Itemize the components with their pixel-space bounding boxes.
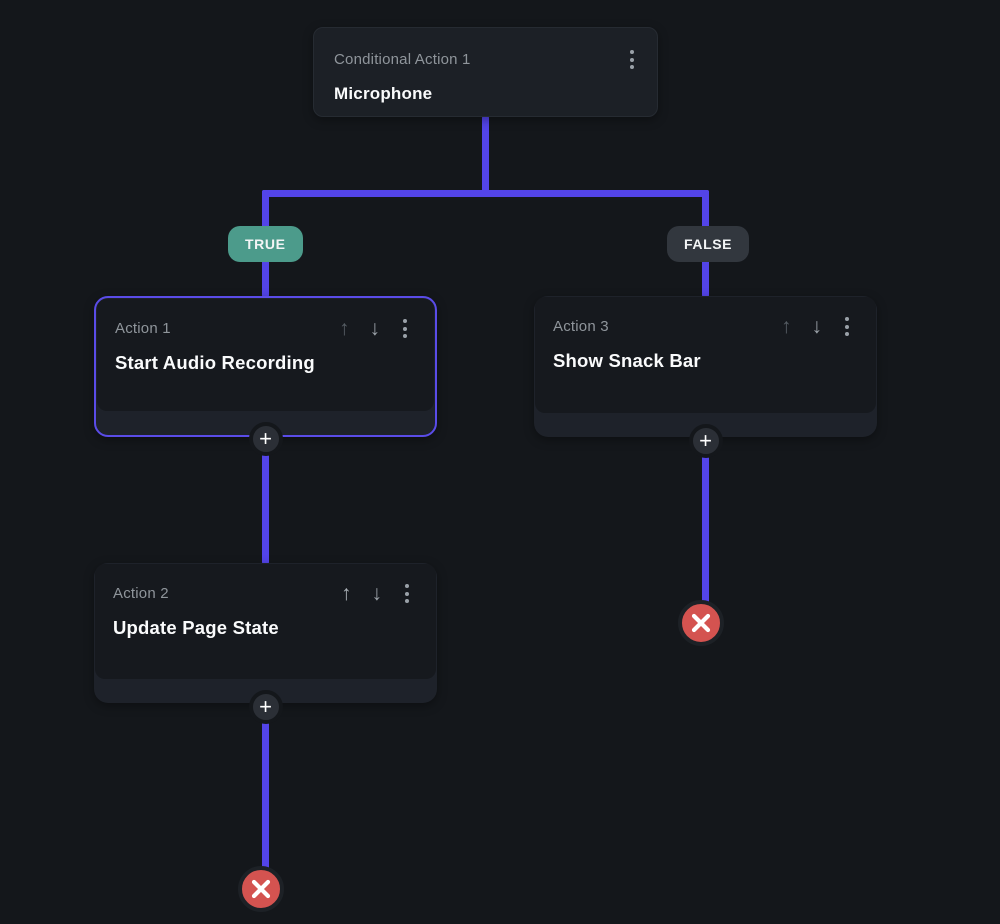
- close-icon: [251, 879, 271, 899]
- action-title: Show Snack Bar: [553, 350, 701, 371]
- add-action-button[interactable]: +: [248, 422, 283, 456]
- kebab-menu-icon[interactable]: [842, 315, 852, 338]
- connector-line: [262, 436, 269, 564]
- connector-line: [482, 116, 489, 194]
- move-down-icon[interactable]: ↓: [811, 315, 823, 338]
- action-card-body[interactable]: Action 1 ↑ ↓ Start Audio Recording: [97, 299, 434, 411]
- card-actions: ↑ ↓: [339, 317, 410, 340]
- add-action-button[interactable]: +: [688, 424, 723, 458]
- conditional-action-title: Microphone: [334, 84, 433, 103]
- move-up-icon[interactable]: ↑: [341, 582, 352, 605]
- move-up-icon[interactable]: ↑: [781, 315, 792, 338]
- flow-end-marker: [678, 600, 724, 646]
- conditional-action-label: Conditional Action 1: [334, 50, 471, 68]
- action-label: Action 2: [113, 584, 169, 602]
- move-down-icon[interactable]: ↓: [369, 317, 381, 340]
- action-label: Action 3: [553, 317, 609, 335]
- true-branch-badge: TRUE: [228, 226, 303, 262]
- connector-line: [702, 436, 709, 604]
- card-header: Action 2 ↑ ↓: [113, 582, 418, 605]
- false-branch-badge: FALSE: [667, 226, 750, 262]
- card-header: Conditional Action 1: [334, 48, 637, 71]
- action-card-body[interactable]: Action 3 ↑ ↓ Show Snack Bar: [535, 297, 876, 413]
- plus-icon: +: [259, 694, 272, 719]
- kebab-menu-icon[interactable]: [400, 317, 410, 340]
- flow-end-marker: [238, 866, 284, 912]
- close-icon: [691, 613, 711, 633]
- add-action-button[interactable]: +: [248, 690, 283, 724]
- card-header: Action 1 ↑ ↓: [115, 317, 416, 340]
- card-header: Action 3 ↑ ↓: [553, 315, 858, 338]
- card-actions: ↑ ↓: [781, 315, 852, 338]
- card-actions: ↑ ↓: [341, 582, 412, 605]
- conditional-action-card[interactable]: Conditional Action 1 Microphone: [313, 27, 658, 117]
- connector-line: [262, 702, 269, 870]
- plus-icon: +: [699, 428, 712, 453]
- move-up-icon[interactable]: ↑: [339, 317, 350, 340]
- action-card-2[interactable]: Action 2 ↑ ↓ Update Page State +: [94, 563, 437, 724]
- kebab-menu-icon[interactable]: [402, 582, 412, 605]
- action-title: Update Page State: [113, 617, 279, 638]
- action-title: Start Audio Recording: [115, 352, 315, 373]
- connector-line: [262, 190, 709, 197]
- action-card-body[interactable]: Action 2 ↑ ↓ Update Page State: [95, 564, 436, 679]
- move-down-icon[interactable]: ↓: [371, 582, 383, 605]
- action-label: Action 1: [115, 319, 171, 337]
- action-card-1[interactable]: Action 1 ↑ ↓ Start Audio Recording +: [94, 296, 437, 456]
- plus-icon: +: [259, 426, 272, 451]
- kebab-menu-icon[interactable]: [627, 48, 637, 71]
- action-card-3[interactable]: Action 3 ↑ ↓ Show Snack Bar +: [534, 296, 877, 458]
